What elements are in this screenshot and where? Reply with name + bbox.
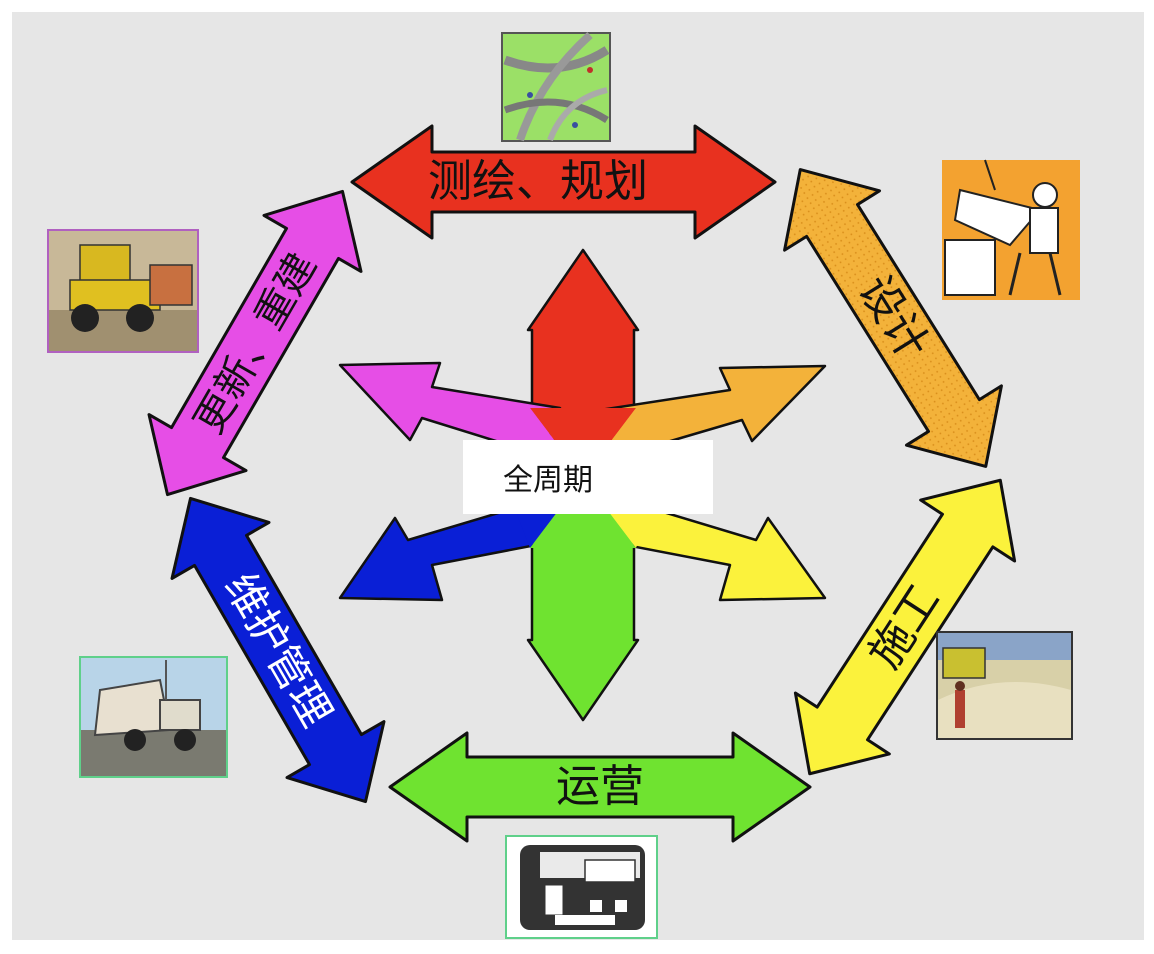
excavator-icon <box>938 647 1071 738</box>
center-label: 全周期 <box>503 463 593 498</box>
center-arrow-upper-left-magenta <box>338 361 562 452</box>
road-map-icon <box>503 32 610 142</box>
dumptruck-image <box>79 656 228 778</box>
drafting-image <box>942 159 1080 300</box>
map-image <box>501 32 611 142</box>
stage-label-survey: 测绘、规划 <box>428 156 648 207</box>
center-arrow-lower-left-blue <box>338 503 564 602</box>
stage-arrow-construction: 施工 <box>793 478 1017 776</box>
wheel-loader-icon <box>49 244 197 351</box>
loader-image <box>47 229 199 353</box>
dump-truck-icon <box>81 660 226 776</box>
stage-arrow-operation: 运营 <box>388 731 812 843</box>
excavation-image <box>936 631 1073 740</box>
center-label-box <box>463 440 713 514</box>
drafting-desk-icon <box>944 159 1062 296</box>
train-icon <box>520 845 645 930</box>
stage-label-operation: 运营 <box>556 761 644 812</box>
train-image <box>505 835 658 939</box>
stage-arrow-survey: 测绘、规划 <box>350 124 777 240</box>
center-arrow-lower-right-yellow <box>598 503 827 602</box>
